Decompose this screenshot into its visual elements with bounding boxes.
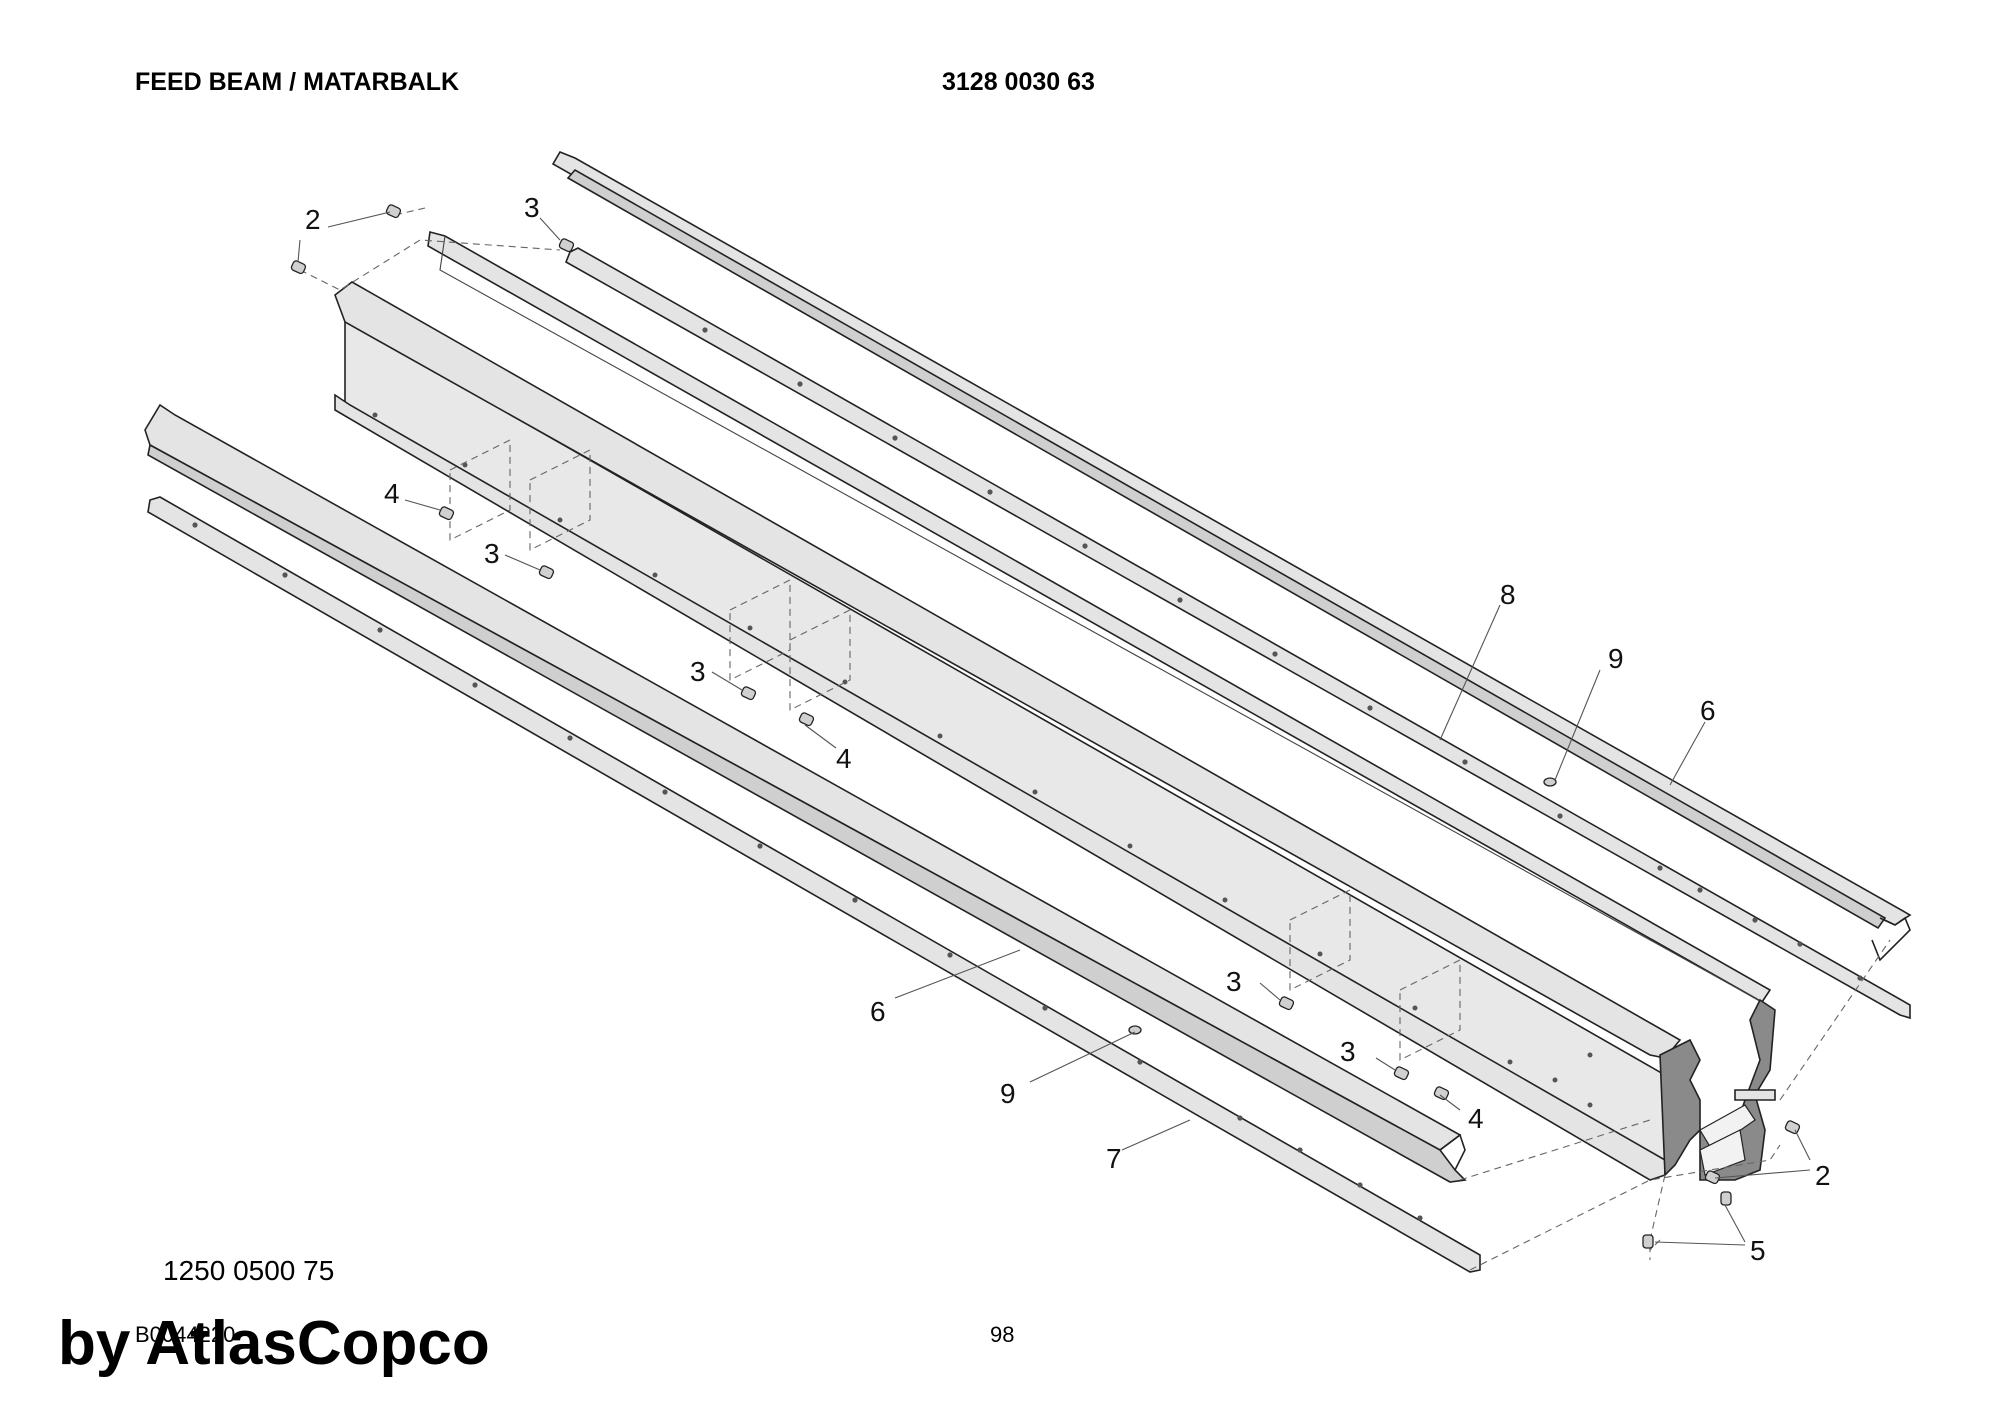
callout-3: 3 <box>1340 1036 1356 1067</box>
page-number: 98 <box>990 1322 1015 1347</box>
slide-strip <box>564 247 1911 1020</box>
part-number: 1250 0500 75 <box>163 1255 335 1286</box>
bottom-strip <box>147 496 1481 1273</box>
callout-labels: 2 3 4 3 3 4 8 9 6 6 9 7 3 3 4 2 5 <box>305 192 1831 1266</box>
callout-4: 4 <box>836 743 852 774</box>
callout-6: 6 <box>1700 695 1716 726</box>
watermark: by AtlasCopco <box>58 1309 490 1378</box>
callout-2: 2 <box>305 204 321 235</box>
callout-5: 5 <box>1750 1235 1766 1266</box>
callout-8: 8 <box>1500 579 1516 610</box>
leader-lines <box>297 211 1811 1246</box>
callout-3: 3 <box>690 656 706 687</box>
callout-4: 4 <box>1468 1103 1484 1134</box>
callout-7: 7 <box>1106 1143 1122 1174</box>
callout-3: 3 <box>1226 966 1242 997</box>
feed-beam-body <box>334 230 1776 1181</box>
document-number: 3128 0030 63 <box>942 68 1095 96</box>
callout-3: 3 <box>524 192 540 223</box>
fasteners <box>290 204 1801 1249</box>
callout-9: 9 <box>1608 643 1624 674</box>
page-title: FEED BEAM / MATARBALK <box>135 68 460 96</box>
lower-profile-rail <box>144 403 1467 1183</box>
upper-profile-rail <box>551 151 1912 962</box>
drawing-reference: B0044220 <box>135 1322 236 1347</box>
callout-9: 9 <box>1000 1078 1016 1109</box>
callout-4: 4 <box>384 478 400 509</box>
callout-2: 2 <box>1815 1160 1831 1191</box>
assembly-lines <box>299 207 1891 1271</box>
callout-6: 6 <box>870 996 886 1027</box>
callout-3: 3 <box>484 538 500 569</box>
